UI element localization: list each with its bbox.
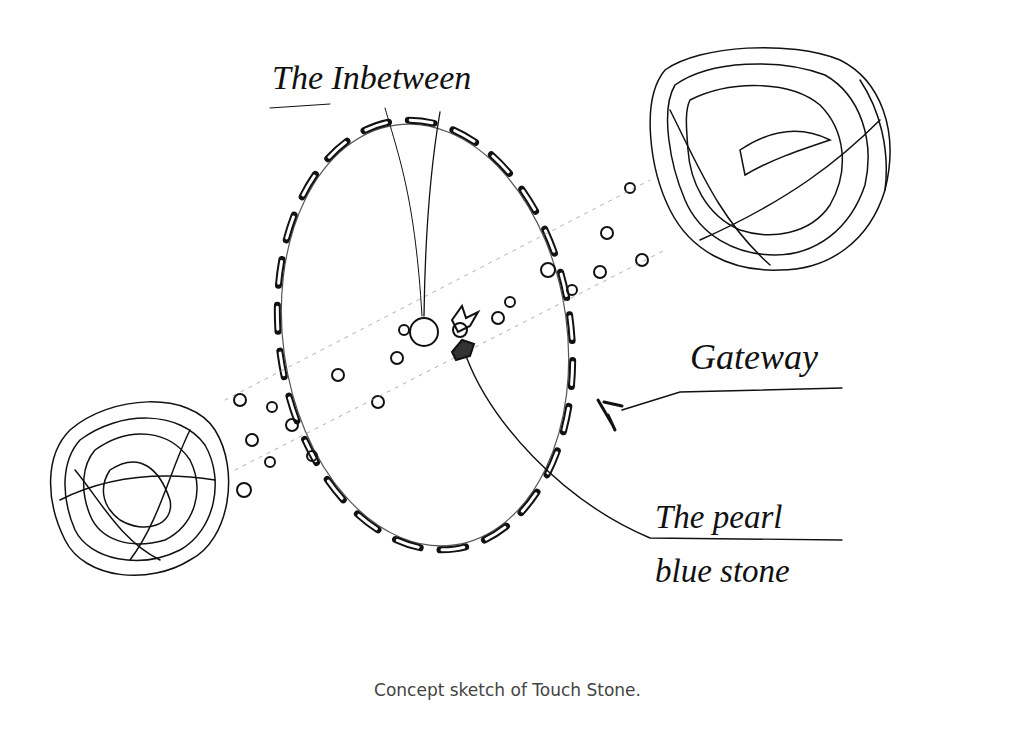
blue-stone — [452, 340, 474, 360]
small-stones — [234, 183, 648, 497]
stone-ring-line — [255, 105, 595, 564]
sketch-label: Gateway — [690, 336, 818, 379]
leader-line — [622, 388, 842, 410]
leader-line — [424, 112, 440, 316]
underline — [270, 104, 330, 108]
left-rock — [51, 402, 229, 575]
standing-stones — [250, 101, 599, 569]
leader-line — [385, 108, 422, 316]
leader-line — [466, 356, 842, 540]
spiky-stone — [452, 306, 478, 332]
sketch-label: The Inbetween — [272, 58, 471, 99]
gateway-mark — [598, 400, 622, 430]
right-rock — [650, 48, 890, 270]
sketch-label: The pearl blue stone — [655, 490, 835, 599]
pearl — [410, 318, 438, 346]
figure-caption: Concept sketch of Touch Stone. — [0, 680, 1015, 700]
stone-hollows — [250, 101, 599, 569]
axis-guide — [225, 180, 665, 470]
